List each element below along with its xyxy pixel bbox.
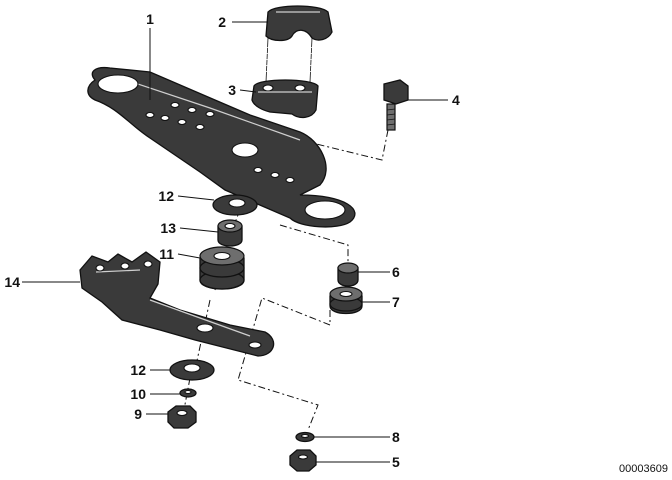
lower-mounting-bracket [79, 251, 275, 357]
washer-lower [169, 359, 215, 381]
hex-nut-right [289, 449, 317, 472]
small-washer [179, 388, 197, 398]
hex-bolt [383, 79, 409, 131]
small-bushing [329, 286, 363, 315]
callout-14: 14 [4, 274, 20, 290]
clamp-bore-center [231, 142, 259, 158]
callout-12-upper: 12 [158, 188, 174, 204]
callout-6: 6 [392, 264, 400, 280]
callout-11: 11 [159, 246, 174, 262]
callout-2: 2 [218, 14, 226, 30]
document-id: 00003609 [619, 463, 668, 475]
clamp-bore-left [97, 74, 139, 94]
callout-4: 4 [452, 92, 460, 108]
callout-10: 10 [130, 386, 146, 402]
hex-nut-left [167, 405, 197, 429]
small-sleeve [337, 262, 359, 287]
rubber-bushing [199, 246, 245, 290]
callout-12-lower: 12 [130, 362, 146, 378]
callout-3: 3 [228, 82, 236, 98]
washer-right [295, 431, 315, 443]
clamp-bolt-holes [145, 101, 295, 184]
callout-labels: 1 2 3 4 5 6 7 8 9 10 11 12 12 13 14 [4, 11, 460, 470]
callout-5: 5 [392, 454, 400, 470]
callout-7: 7 [392, 294, 400, 310]
handlebar-clamp-lower [251, 79, 319, 119]
leader-lines [22, 21, 448, 463]
upper-triple-clamp [87, 66, 356, 228]
callout-13: 13 [160, 220, 176, 236]
callout-9: 9 [134, 406, 142, 422]
callout-1: 1 [146, 11, 154, 27]
spacer-sleeve [217, 219, 243, 247]
handlebar-clamp-upper [263, 5, 333, 83]
clamp-bore-right [304, 200, 346, 220]
callout-8: 8 [392, 429, 400, 445]
washer-upper [212, 194, 258, 216]
